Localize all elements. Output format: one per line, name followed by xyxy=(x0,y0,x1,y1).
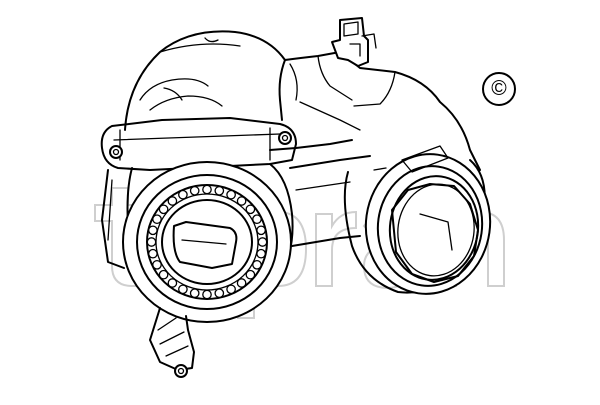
bearing-ball xyxy=(236,196,247,206)
lock-cylinder-ring xyxy=(122,161,294,323)
bearing-ball xyxy=(226,284,236,295)
bearing-ball xyxy=(252,214,262,225)
bearing-ball xyxy=(167,196,178,206)
bearing-ball xyxy=(257,237,268,247)
bearing-ball xyxy=(148,248,158,259)
bearing-ball xyxy=(245,269,256,280)
bearing-ball xyxy=(189,185,200,196)
bearing-ball xyxy=(214,288,225,299)
bearing-ball xyxy=(252,259,262,270)
bearing-ball xyxy=(178,284,188,295)
copyright-mark: © xyxy=(482,72,516,106)
bearing-ball xyxy=(236,278,247,288)
bearing-balls xyxy=(146,184,268,300)
bearing-ball xyxy=(245,204,256,215)
bearing-ball xyxy=(256,248,266,259)
bearing-ball xyxy=(256,225,266,236)
bearing-ball xyxy=(148,225,158,236)
bearing-ball xyxy=(226,189,236,200)
bearing-ball xyxy=(214,185,225,196)
column-tube xyxy=(343,145,492,295)
lower-mounting-lug xyxy=(149,307,195,378)
bearing-ball xyxy=(178,189,188,200)
bearing-ball xyxy=(189,288,200,299)
upper-housing xyxy=(124,30,481,171)
bearing-ball xyxy=(202,289,212,300)
bearing-ball xyxy=(152,214,162,225)
electrical-connector xyxy=(331,17,377,67)
bearing-ball xyxy=(158,269,169,280)
bearing-ball xyxy=(158,204,169,215)
bearing-ball xyxy=(167,278,178,288)
bearing-ball xyxy=(152,259,162,270)
front-flange xyxy=(100,117,297,269)
housing-bridge xyxy=(269,139,371,247)
bearing-ball xyxy=(202,184,212,195)
bearing-ball xyxy=(146,237,157,247)
